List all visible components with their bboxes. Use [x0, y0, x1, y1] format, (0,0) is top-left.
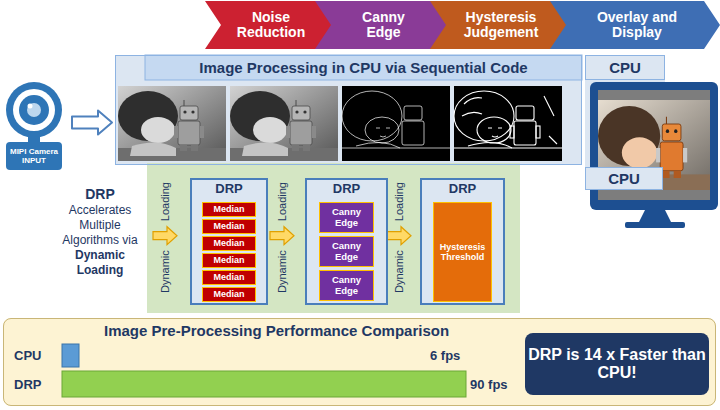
block-label: Median	[213, 289, 244, 299]
bar-value: 90 fps	[470, 377, 508, 392]
cpu-box: CPU	[585, 55, 665, 80]
drp-bar	[62, 371, 466, 397]
camera-frame-image	[118, 86, 226, 161]
result-callout: DRP is 14 x Faster than CPU!	[525, 333, 709, 395]
median-block: Median	[202, 287, 256, 302]
drp-box: DRP Hysteresis Threshold	[420, 178, 505, 305]
box-label: CPU	[608, 170, 640, 187]
loading-label: Dynamic Loading	[392, 168, 407, 308]
step-chevron: Overlay and Display	[550, 1, 720, 49]
comparison-panel-fill	[3, 318, 716, 406]
block-label: Median	[213, 272, 244, 282]
drp-region: Dynamic Loading Dynamic Loading Dynamic Lo…	[147, 163, 520, 313]
side-caption: DRPAccelerates Multiple Algorithms viaDy…	[52, 186, 148, 278]
side-text: Accelerates Multiple Algorithms via	[52, 203, 148, 248]
bar-label: CPU	[14, 348, 41, 363]
block-label: Canny Edge	[326, 241, 368, 263]
panel-heading: Image Processing in CPU via Sequential C…	[145, 56, 582, 80]
block-label: Median	[213, 204, 244, 214]
cpu-panel-fill	[115, 55, 582, 165]
median-block: Median	[202, 270, 256, 285]
median-block: Median	[202, 219, 256, 234]
cpu-panel: Image Processing in CPU via Sequential C…	[115, 55, 582, 165]
canny-block: Canny Edge	[319, 236, 374, 267]
median-block: Median	[202, 202, 256, 217]
comparison-panel: Image Pre-Processing Performance Compari…	[3, 318, 716, 406]
threshold-block: Hysteresis Threshold	[433, 202, 492, 302]
drp-title: DRP	[422, 181, 503, 197]
block-label: Canny Edge	[326, 207, 368, 229]
callout-text: DRP is 14 x Faster than CPU!	[527, 346, 707, 383]
block-label: Canny Edge	[326, 275, 368, 297]
box-label: CPU	[609, 59, 641, 76]
step-label: Hysteresis Judgement	[453, 10, 549, 41]
step-chevron: Hysteresis Judgement	[430, 1, 568, 49]
bar-value: 6 fps	[430, 348, 460, 363]
cpu-bar	[62, 344, 79, 367]
step-chevron: Canny Edge	[315, 1, 448, 49]
loading-label: Dynamic Loading	[275, 168, 290, 308]
step-chevron: Noise Reduction	[205, 1, 333, 49]
denoised-image	[230, 86, 338, 161]
threshold-image	[454, 86, 562, 161]
block-label: Hysteresis Threshold	[436, 242, 489, 263]
step-label: Canny Edge	[354, 10, 414, 41]
canny-block: Canny Edge	[319, 202, 374, 233]
block-label: Median	[213, 255, 244, 265]
loading-label: Dynamic Loading	[158, 168, 173, 308]
median-block: Median	[202, 236, 256, 251]
edge-image	[342, 86, 450, 161]
step-label: Overlay and Display	[587, 10, 687, 41]
drp-box: DRPMedianMedianMedianMedianMedianMedian	[190, 178, 268, 305]
side-heading: Dynamic Loading	[52, 248, 148, 278]
median-block: Median	[202, 253, 256, 268]
canny-block: Canny Edge	[319, 270, 374, 301]
cpu-panel-header	[145, 55, 582, 80]
drp-title: DRP	[192, 181, 266, 197]
step-label: Noise Reduction	[231, 10, 311, 41]
side-heading: DRP	[52, 186, 148, 203]
comparison-title: Image Pre-Processing Performance Compari…	[104, 322, 449, 340]
drp-region-fill	[147, 163, 520, 313]
block-label: Median	[213, 221, 244, 231]
flow-arrow	[72, 111, 112, 135]
block-label: Median	[213, 238, 244, 248]
camera-label: MIPI Camera INPUT	[6, 142, 62, 170]
drp-title: DRP	[307, 181, 386, 197]
bar-label: DRP	[14, 377, 41, 392]
camera-icon: MIPI Camera INPUT	[2, 80, 66, 172]
cpu-box: CPU	[585, 167, 663, 190]
drp-box: DRPCanny EdgeCanny EdgeCanny Edge	[305, 178, 388, 305]
monitor-icon	[590, 82, 718, 228]
